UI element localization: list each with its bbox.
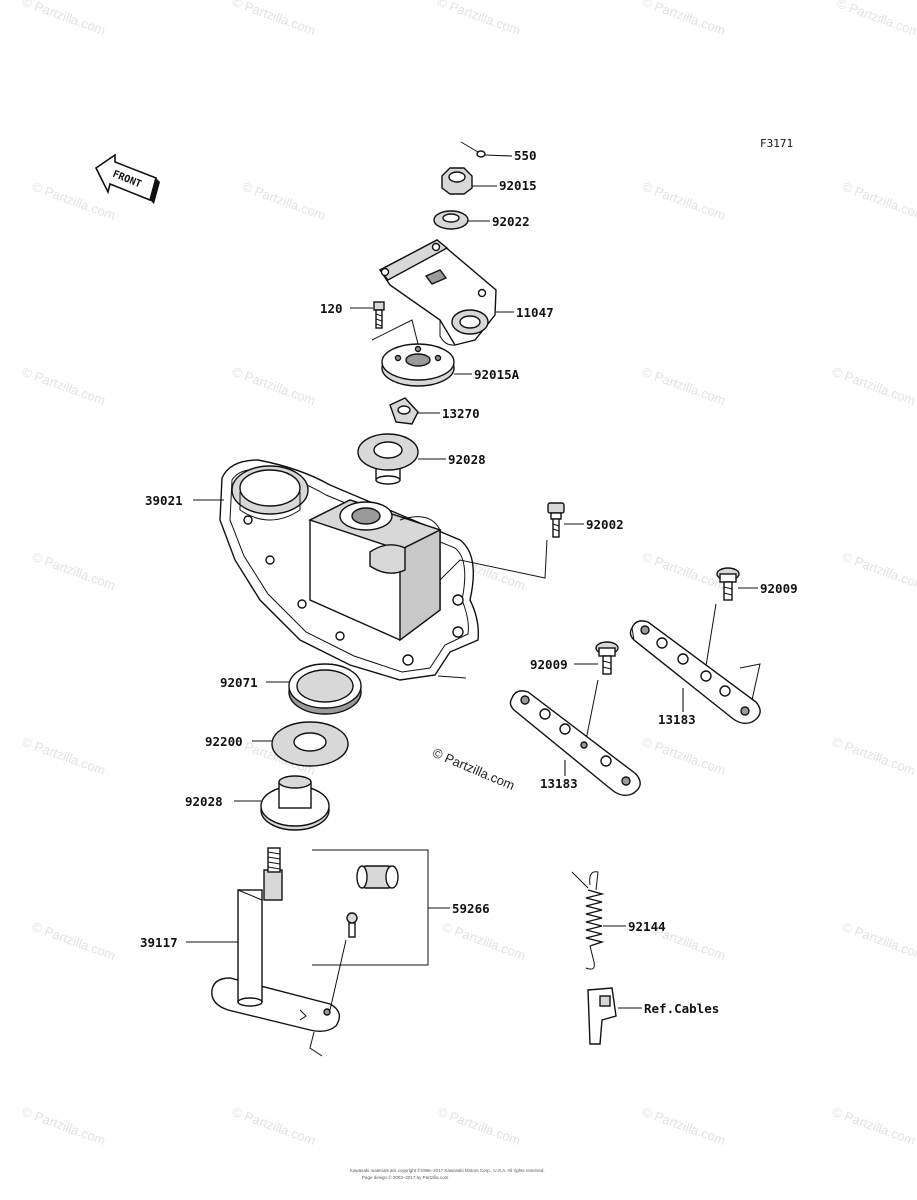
spring-92144: 92144 (571, 871, 666, 970)
label-ref-cables: Ref.Cables (644, 1001, 719, 1016)
watermark: © Partzilla.com (20, 0, 107, 38)
seal-92071: 92071 (220, 663, 362, 715)
watermark: © Partzilla.com (830, 1104, 917, 1148)
watermark: © Partzilla.com (840, 549, 917, 593)
bushing-92028-upper: 92028 (357, 433, 486, 485)
label-39021: 39021 (145, 493, 183, 508)
label-92144: 92144 (628, 919, 666, 934)
front-arrow-icon: FRONT (94, 153, 160, 204)
watermark: © Partzilla.com (20, 734, 107, 778)
watermark: © Partzilla.com (840, 179, 917, 223)
label-92071: 92071 (220, 675, 258, 690)
watermark: © Partzilla.com (20, 364, 107, 408)
watermark: © Partzilla.com (230, 1104, 317, 1148)
label-92022: 92022 (492, 214, 530, 229)
plate-13183-left: 13183 (509, 690, 641, 797)
watermark: © Partzilla.com (440, 919, 527, 963)
bolt-120: 120 (320, 301, 421, 353)
shaft-39117: 39117 (140, 847, 341, 1057)
cable-clip: Ref.Cables (587, 987, 719, 1045)
watermark: © Partzilla.com (640, 734, 727, 778)
footer-copyright: Kawasaki materials are copyright ©1996–2… (350, 1167, 545, 1180)
watermark: © Partzilla.com (640, 1104, 727, 1148)
figure-code: F3171 (760, 137, 793, 150)
kit-59266: 59266 (312, 849, 490, 1011)
washer-92200: 92200 (205, 721, 349, 767)
center-watermark: © Partzilla.com (430, 745, 517, 793)
label-92002: 92002 (586, 517, 624, 532)
watermark: © Partzilla.com (835, 0, 917, 40)
label-120: 120 (320, 301, 343, 316)
watermark: © Partzilla.com (435, 1104, 522, 1148)
watermark: © Partzilla.com (830, 364, 917, 408)
label-92009-left: 92009 (530, 657, 568, 672)
watermark: © Partzilla.com (640, 0, 727, 38)
watermark: © Partzilla.com (640, 549, 727, 593)
plate-13270: 13270 (389, 397, 480, 425)
watermark: © Partzilla.com (435, 0, 522, 38)
label-92015: 92015 (499, 178, 537, 193)
bolt-92009-left: 92009 (530, 641, 619, 746)
label-59266: 59266 (452, 901, 490, 916)
footer-line-2: Page design © 2003–2017 by Partzilla.com (362, 1174, 449, 1180)
label-13270: 13270 (442, 406, 480, 421)
footer-line-1: Kawasaki materials are copyright ©1996–2… (350, 1167, 545, 1173)
bolt-92009-right: 92009 (704, 567, 798, 673)
nut-92015: 92015 (441, 167, 537, 195)
bushing-92028-lower: 92028 (185, 775, 330, 831)
label-13183-left: 13183 (540, 776, 578, 791)
center-watermark-text: © Partzilla.com (430, 745, 517, 793)
label-39117: 39117 (140, 935, 178, 950)
watermark: © Partzilla.com (30, 549, 117, 593)
label-13183-right: 13183 (658, 712, 696, 727)
watermark: © Partzilla.com (230, 364, 317, 408)
label-550: 550 (514, 148, 537, 163)
bracket-11047: 11047 (378, 239, 554, 346)
watermark: © Partzilla.com (20, 1104, 107, 1148)
housing-39021: 39021 (145, 459, 548, 681)
label-92009-right: 92009 (760, 581, 798, 596)
watermark: © Partzilla.com (230, 0, 317, 38)
watermark: © Partzilla.com (830, 734, 917, 778)
plate-13183-right: 13183 (629, 620, 761, 727)
label-92028-bottom: 92028 (185, 794, 223, 809)
bolt-92002: 92002 (547, 502, 624, 538)
label-92028-top: 92028 (448, 452, 486, 467)
label-11047: 11047 (516, 305, 554, 320)
label-92015a: 92015A (474, 367, 520, 382)
watermark: © Partzilla.com (240, 179, 327, 223)
watermark: © Partzilla.com (840, 919, 917, 963)
washer-92022: 92022 (433, 210, 530, 230)
label-92200: 92200 (205, 734, 243, 749)
cotter-pin-550: 550 (460, 141, 537, 163)
watermark: © Partzilla.com (640, 364, 727, 408)
watermark: © Partzilla.com (640, 179, 727, 223)
collar-92015a: 92015A (381, 343, 520, 387)
watermark: © Partzilla.com (30, 919, 117, 963)
